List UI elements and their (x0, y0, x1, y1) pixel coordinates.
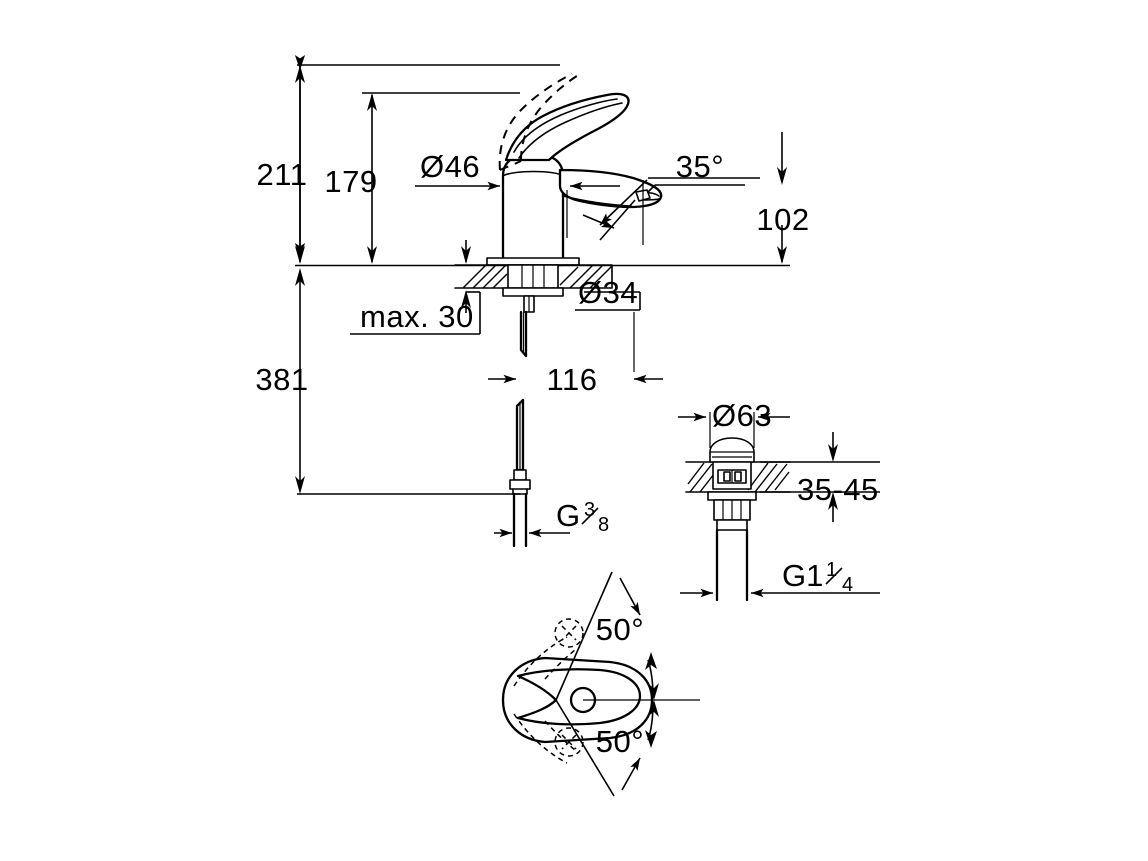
dim-diameter34-label: Ø34 (578, 275, 638, 310)
dimension-spout-angle: 35° (582, 149, 760, 245)
dim-211-label: 211 (257, 157, 308, 192)
drain-tailpiece (715, 528, 749, 602)
basin-hatching-left (687, 462, 715, 493)
dimension-spout-reach: 116 (488, 362, 663, 397)
dim-g38-denominator: 8 (598, 514, 609, 536)
dim-381-label: 381 (255, 362, 308, 397)
lever-rotated-down-dashed (513, 713, 584, 764)
dimension-drain-cap-diameter: Ø63 (678, 398, 790, 448)
drain-lock-nut (707, 491, 757, 531)
faucet-body (501, 156, 565, 267)
dim-g125-numerator: 1 (826, 559, 837, 581)
dimension-max-counter-thickness: max. 30 (350, 240, 481, 335)
dim-50deg-lower-label: 50° (596, 724, 644, 759)
dimension-spout-height: 179 (324, 92, 520, 264)
dimension-drain-thread: G1 1 4 (680, 558, 880, 598)
lever-rotated-up-dashed (513, 618, 584, 687)
pop-up-waste-assembly-view: Ø63 35-45 G1 1 4 (678, 398, 880, 602)
supply-hose-lower (509, 398, 531, 548)
dim-179-label: 179 (324, 164, 377, 199)
dim-diameter46-label: Ø46 (420, 149, 480, 184)
dim-50deg-upper-label: 50° (596, 612, 644, 647)
dim-35deg-label: 35° (676, 149, 724, 184)
counter-hatching-left (462, 264, 508, 289)
dim-diameter63-label: Ø63 (712, 398, 772, 433)
dimension-overall-depth: 381 (255, 268, 520, 495)
dimension-base-diameter: Ø34 (575, 275, 641, 372)
dim-102-label: 102 (756, 202, 809, 237)
dim-35-45-label: 35-45 (797, 472, 879, 507)
dimension-total-height: 211 (257, 55, 560, 264)
dim-g125-prefix: G1 (782, 558, 823, 593)
angle-leader-upper: 50° (555, 571, 659, 701)
angle-leader-lower: 50° (555, 699, 659, 797)
dim-g38-numerator: 3 (584, 499, 595, 521)
mounting-assembly (454, 257, 613, 313)
spout (558, 168, 663, 209)
dim-116-label: 116 (547, 362, 598, 397)
dim-g125-denominator: 4 (842, 574, 853, 596)
lever-neutral-position (516, 668, 642, 726)
drain-cap (709, 437, 755, 463)
lever-handle (504, 92, 630, 162)
dim-g38-prefix: G (556, 498, 580, 533)
dimension-aerator-offset: 102 (756, 132, 809, 264)
dimension-body-diameter: Ø46 (415, 149, 620, 238)
front-elevation-view: 211 179 381 Ø46 (255, 55, 809, 548)
supply-hose-upper (519, 310, 528, 358)
lever-handle-raised-dashed (498, 73, 581, 171)
basin-hatching-right (747, 462, 790, 493)
handle-swivel-range-top-view: 50° 50° (501, 571, 700, 797)
dim-max30-label: max. 30 (360, 299, 474, 334)
dimension-basin-thickness: 35-45 (760, 432, 880, 522)
counter-hatching-right (559, 264, 613, 289)
dimension-supply-thread: G 3 8 (494, 498, 609, 538)
drain-body (712, 461, 752, 490)
